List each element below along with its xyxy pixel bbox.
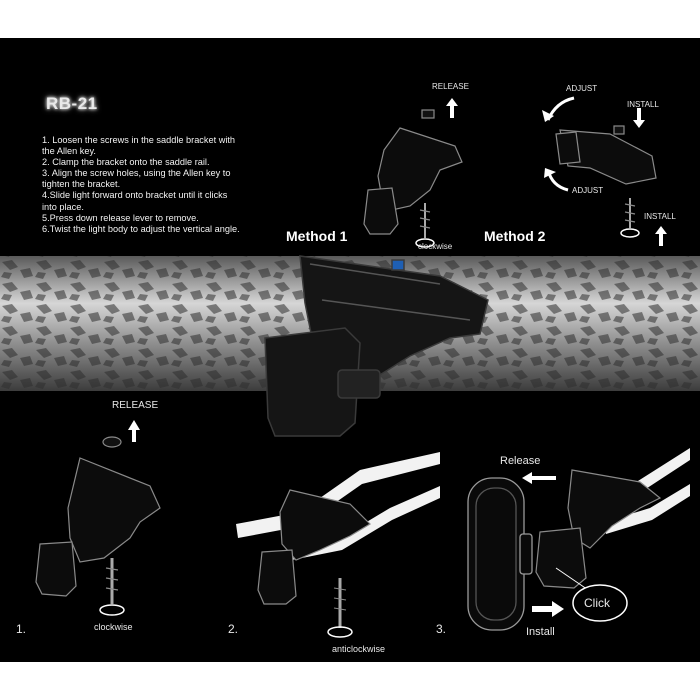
step3-click-label: Click [584,596,610,610]
step1-bracket [35,436,161,604]
instruction-line: 5.Press down release lever to remove. [42,212,199,223]
method1-bracket [363,109,463,238]
method2-bracket [555,125,657,228]
release-arrow-step3 [522,472,556,484]
instruction-line: 1. Loosen the screws in the saddle brack… [42,135,236,145]
instruction-line: 4.Slide light forward onto bracket until… [42,190,228,201]
instruction-line: the Allen key. [42,146,96,157]
instruction-line: 3. Align the screw holes, using the Alle… [42,168,231,179]
instruction-line: into place. [42,201,84,212]
step3-install-label: Install [526,626,555,638]
instruction-sheet: RB-21 1. Loosen the screws in the saddle… [0,38,700,662]
model-title: RB-21 [46,94,98,113]
illustration-layer [0,96,700,638]
install-arrow-down [633,108,645,128]
step3-light [467,477,533,631]
step3-release-label: Release [500,455,541,467]
step3-number: 3. [436,622,447,636]
method2-adjust-top-label: ADJUST [566,84,598,93]
instruction-line: 2. Clamp the bracket onto the saddle rai… [42,157,210,168]
instruction-list: 1. Loosen the screws in the saddle brack… [42,135,278,235]
release-arrow-step1 [128,420,140,442]
main-bracket-photo [264,255,489,437]
step1-number: 1. [16,622,27,636]
method2-install-bottom-label: INSTALL [644,212,676,221]
step1-screw-label: clockwise [94,622,133,632]
step2-number: 2. [228,622,239,636]
step3-bracket [535,448,690,599]
install-arrow-up [655,226,667,246]
step2-screw-label: anticlockwise [332,644,386,654]
release-arrow-method1 [446,98,458,118]
instruction-line: tighten the bracket. [42,179,121,190]
step2-bracket [236,452,440,628]
method1-screw-label: clockwise [418,242,453,251]
click-callout [572,584,628,622]
instruction-line: 6.Twist the light body to adjust the ver… [42,223,240,234]
step1-release-label: RELEASE [112,400,159,411]
install-arrow-step3 [532,601,564,617]
method1-label: Method 1 [286,228,348,244]
method2-install-top-label: INSTALL [627,100,659,109]
method2-adjust-bottom-label: ADJUST [572,186,604,195]
method1-release-label: RELEASE [432,82,469,91]
method2-label: Method 2 [484,228,546,244]
